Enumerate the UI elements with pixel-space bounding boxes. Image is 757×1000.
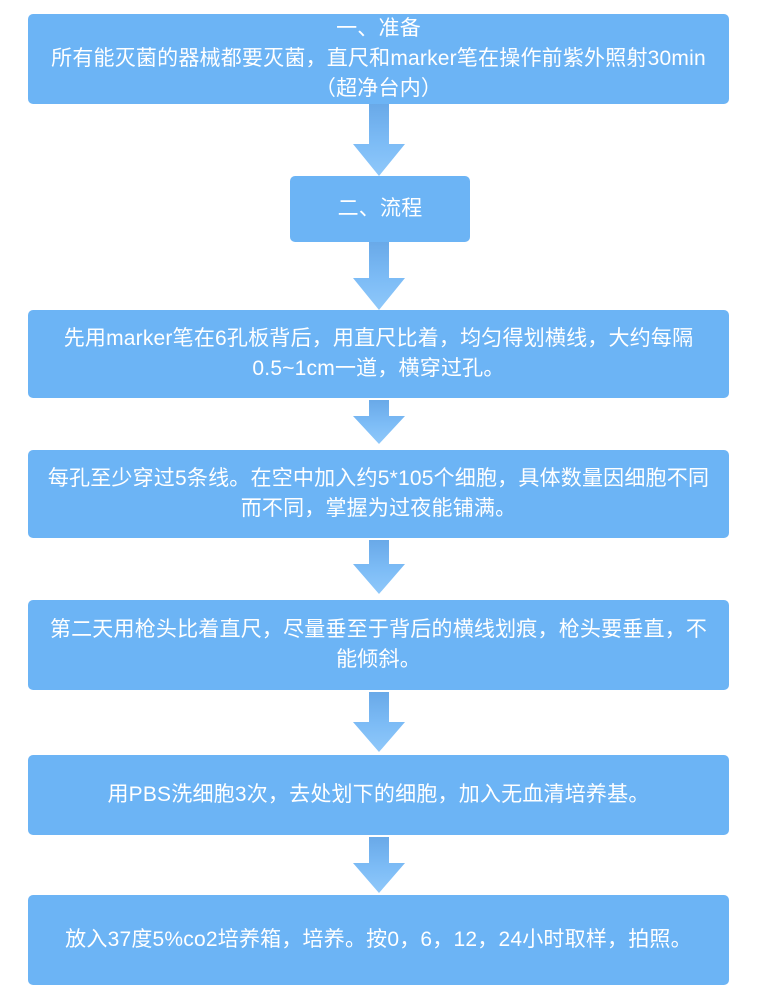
flow-node-step1[interactable]: 先用marker笔在6孔板背后，用直尺比着，均匀得划横线，大约每隔0.5~1cm… — [28, 310, 729, 398]
flow-node-step3-label: 第二天用枪头比着直尺，尽量垂至于背后的横线划痕，枪头要垂直，不能倾斜。 — [49, 618, 708, 671]
flow-node-prepare[interactable]: 一、准备 所有能灭菌的器械都要灭菌，直尺和marker笔在操作前紫外照射30mi… — [28, 14, 729, 104]
down-arrow-icon — [352, 837, 405, 893]
flow-node-step4[interactable]: 用PBS洗细胞3次，去处划下的细胞，加入无血清培养基。 — [28, 755, 729, 835]
flow-node-procedure-label: 二、流程 — [337, 197, 423, 220]
flow-node-prepare-label: 一、准备 所有能灭菌的器械都要灭菌，直尺和marker笔在操作前紫外照射30mi… — [51, 17, 706, 100]
down-arrow-icon — [352, 242, 405, 310]
down-arrow-icon — [352, 400, 405, 444]
flow-node-step2[interactable]: 每孔至少穿过5条线。在空中加入约5*105个细胞，具体数量因细胞不同而不同，掌握… — [28, 450, 729, 538]
down-arrow-icon — [352, 692, 405, 752]
flow-node-procedure[interactable]: 二、流程 — [290, 176, 470, 242]
flow-node-step4-label: 用PBS洗细胞3次，去处划下的细胞，加入无血清培养基。 — [107, 783, 650, 806]
down-arrow-icon — [352, 104, 405, 176]
flow-node-step3[interactable]: 第二天用枪头比着直尺，尽量垂至于背后的横线划痕，枪头要垂直，不能倾斜。 — [28, 600, 729, 690]
flow-node-step2-label: 每孔至少穿过5条线。在空中加入约5*105个细胞，具体数量因细胞不同而不同，掌握… — [47, 467, 710, 520]
down-arrow-icon — [352, 540, 405, 594]
flow-node-step5[interactable]: 放入37度5%co2培养箱，培养。按0，6，12，24小时取样，拍照。 — [28, 895, 729, 985]
flow-node-step1-label: 先用marker笔在6孔板背后，用直尺比着，均匀得划横线，大约每隔0.5~1cm… — [63, 327, 694, 380]
flow-node-step5-label: 放入37度5%co2培养箱，培养。按0，6，12，24小时取样，拍照。 — [65, 928, 692, 951]
